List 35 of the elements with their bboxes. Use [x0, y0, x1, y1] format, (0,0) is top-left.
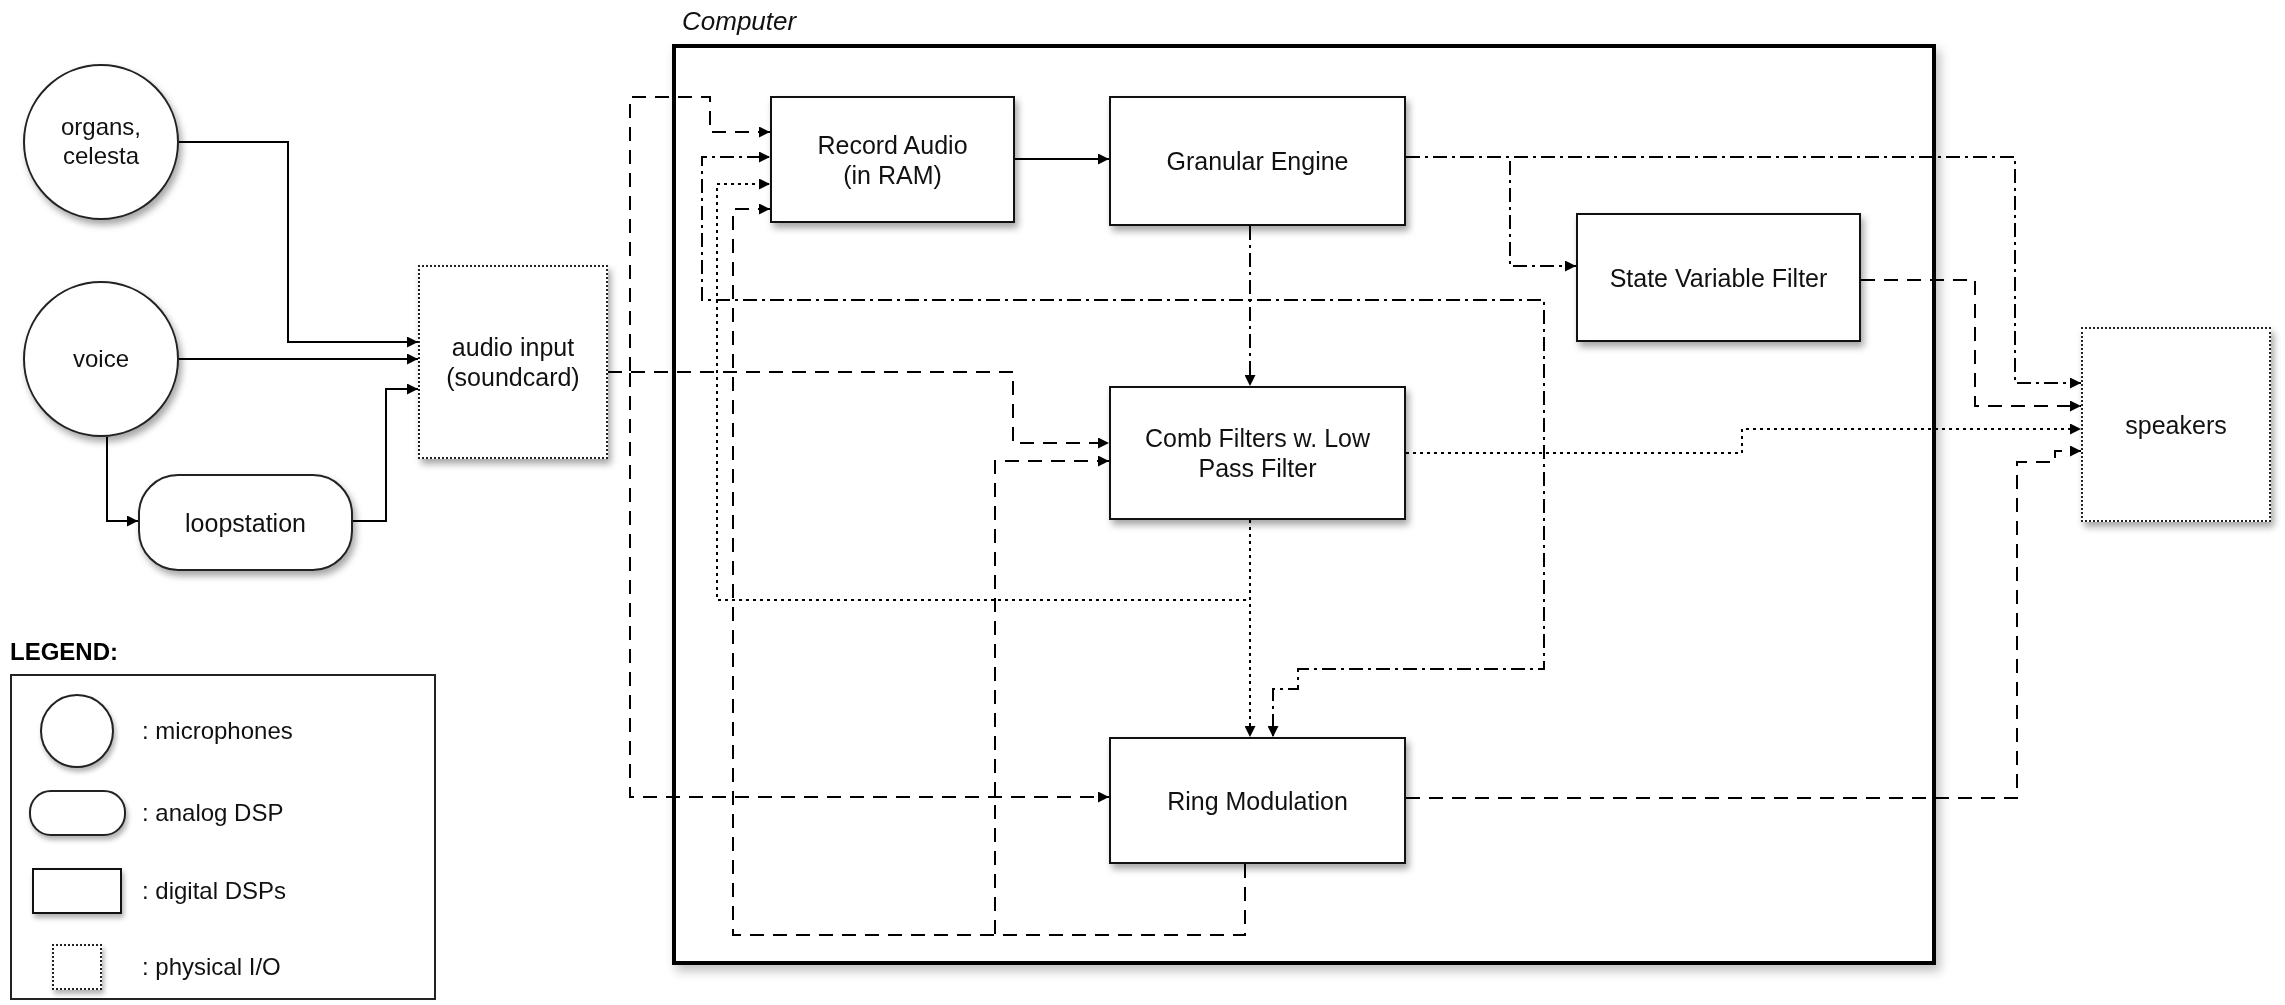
process-box [770, 96, 1015, 223]
legend-title: LEGEND: [10, 638, 118, 666]
arrow [1244, 519, 1256, 738]
io-box [2081, 327, 2271, 522]
node-label: speakers [2124, 409, 2228, 440]
arrow [1014, 153, 1110, 165]
process-box [1109, 386, 1406, 520]
legend-text: : analog DSP [142, 799, 284, 827]
process-box [1576, 213, 1861, 342]
arrow [178, 353, 419, 365]
legend-text: : physical I/O [142, 953, 281, 981]
process-box [1109, 96, 1406, 226]
arrow [1860, 279, 2082, 412]
node-label: voice [72, 344, 130, 374]
legend-text: : digital DSPs [142, 877, 287, 905]
node-label: Comb Filters w. Low Pass Filter [1143, 423, 1372, 483]
io-box [418, 265, 608, 459]
node-label: organs, celesta [59, 113, 143, 171]
arrow [178, 141, 419, 348]
arrow [701, 151, 1251, 301]
legend-text: : microphones [142, 717, 293, 745]
node-label: loopstation [184, 507, 307, 538]
arrow [994, 455, 1246, 936]
arrow [352, 383, 419, 522]
node-label: Record Audio (in RAM) [816, 129, 969, 190]
arrow [1405, 445, 2082, 799]
frame-title: Computer [682, 6, 797, 38]
analog-dsp-box [138, 474, 353, 571]
node-label: State Variable Filter [1608, 262, 1829, 293]
node-label: Ring Modulation [1166, 785, 1349, 816]
arrow [1405, 423, 2082, 454]
arrow [106, 435, 139, 527]
node-label: Granular Engine [1165, 146, 1350, 176]
process-box [1109, 737, 1406, 864]
node-label: audio input (soundcard) [445, 332, 581, 392]
